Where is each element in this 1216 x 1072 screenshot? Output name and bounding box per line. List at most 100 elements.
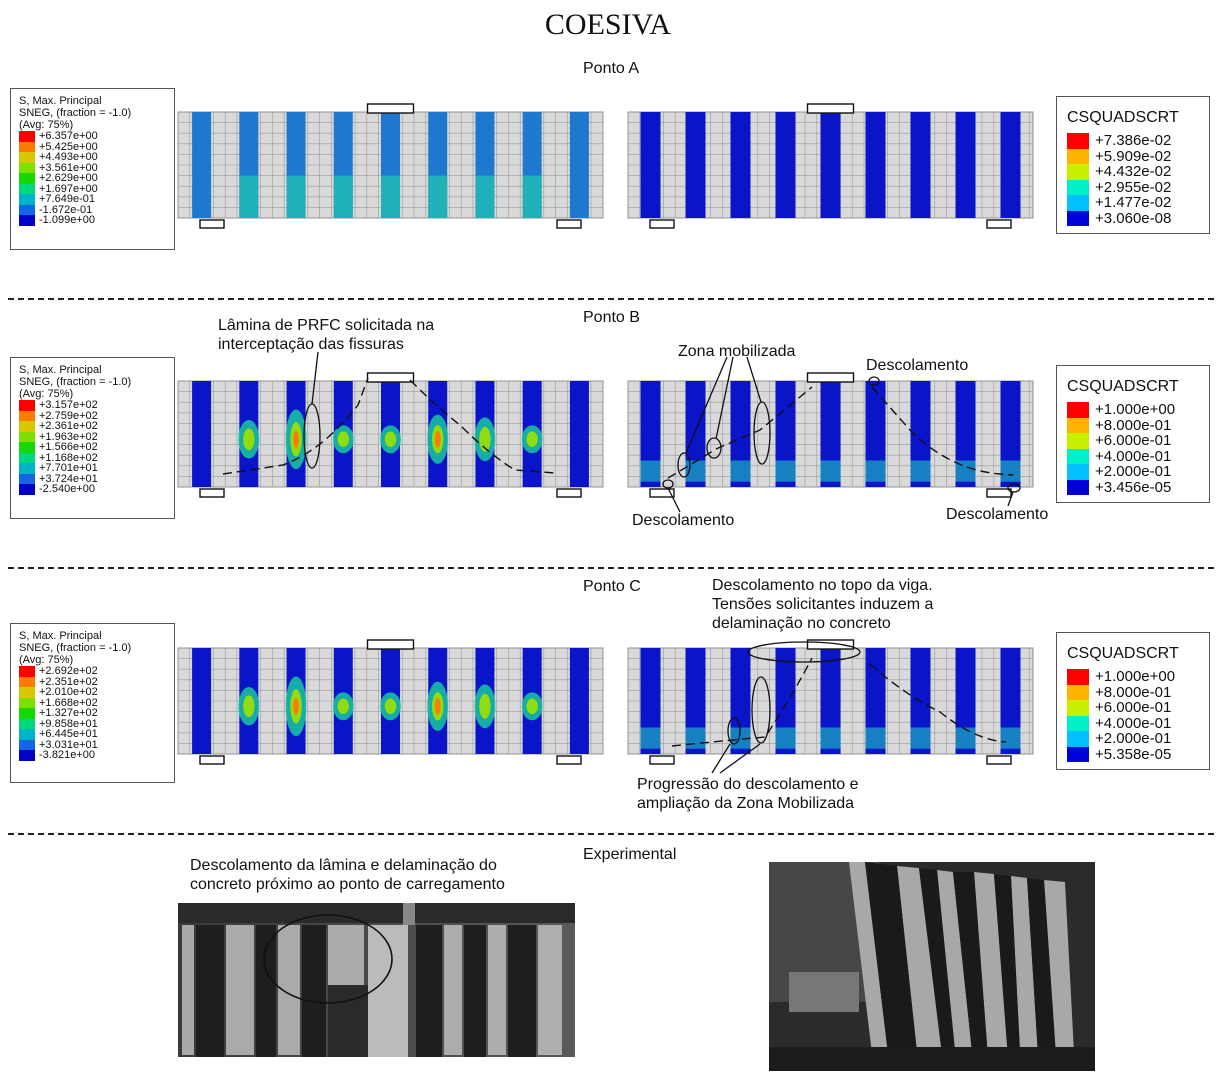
legend-value: +1.668e+02	[39, 696, 98, 709]
cohesive-contour	[730, 460, 751, 482]
legend-entry: +3.561e+00	[19, 162, 166, 173]
legend-entry: +1.000e+00	[1067, 668, 1199, 685]
legend-value: +1.566e+02	[39, 441, 98, 453]
legend-value: +1.963e+02	[39, 430, 98, 443]
legend-entry: +1.668e+02	[19, 696, 166, 709]
stress-contour	[381, 175, 400, 218]
support-right	[556, 219, 582, 229]
csquad-legend-a: CSQUADSCRT +7.386e-02+5.909e-02+4.432e-0…	[1056, 96, 1210, 234]
csquad-legend-c: CSQUADSCRT +1.000e+00+8.000e-01+6.000e-0…	[1056, 632, 1210, 770]
legend-entry: +4.000e-01	[1067, 715, 1199, 732]
legend-entry: +1.697e+00	[19, 183, 166, 194]
legend-value: +1.327e+02	[39, 707, 98, 719]
legend-swatch	[19, 676, 35, 687]
legend-entry: +9.858e+01	[19, 718, 166, 729]
legend-entry: +2.759e+02	[19, 409, 166, 422]
legend-value: +2.010e+02	[39, 686, 98, 698]
legend-swatch	[1067, 433, 1089, 449]
legend-entry: +4.493e+00	[19, 152, 166, 163]
cohesive-contour	[865, 460, 886, 482]
stress-contour	[337, 698, 349, 715]
stress-legend-c: S, Max. Principal SNEG, (fraction = -1.0…	[10, 623, 175, 783]
cohesive-contour	[1000, 460, 1021, 482]
legend-entry: -1.672e-01	[19, 204, 166, 215]
stress-contour	[428, 175, 448, 218]
support-left	[199, 488, 225, 498]
legend-entry: +4.000e-01	[1067, 448, 1199, 465]
beam-cohesive-ponto-b	[627, 372, 1034, 498]
stress-contour	[333, 175, 353, 218]
leader-line	[711, 743, 731, 774]
legend-swatch	[19, 410, 35, 421]
annotation-ellipse	[662, 479, 674, 489]
cfrp-strip	[192, 112, 212, 218]
legend-entry: +3.060e-08	[1067, 210, 1199, 227]
legend-value: +2.361e+02	[39, 420, 98, 432]
beam-stress-ponto-b	[177, 372, 604, 498]
legend-value: +5.425e+00	[39, 140, 98, 153]
legend-value: +6.357e+00	[39, 130, 98, 142]
load-plate	[366, 372, 415, 383]
annotation-ellipse	[303, 403, 321, 469]
legend-value: +1.000e+00	[1095, 401, 1176, 419]
legend-swatch	[1067, 133, 1089, 149]
support-right	[986, 219, 1012, 229]
annotation-b-desc-br: Descolamento	[946, 506, 1049, 523]
legend-swatch	[19, 729, 35, 740]
stress-legend-title: S, Max. Principal SNEG, (fraction = -1.0…	[19, 364, 132, 400]
annotation-ellipse	[727, 717, 741, 745]
crack-path	[871, 386, 1014, 476]
support-right	[986, 488, 1012, 498]
legend-swatch	[19, 162, 35, 173]
legend-swatch	[1067, 402, 1089, 418]
legend-swatch	[1067, 148, 1089, 164]
support-left	[199, 219, 225, 229]
legend-entry: -2.540e+00	[19, 484, 166, 495]
legend-swatch	[19, 204, 35, 215]
legend-swatch	[1067, 195, 1089, 211]
legend-swatch	[19, 750, 35, 761]
cohesive-contour	[1000, 727, 1021, 749]
divider-c-exp	[8, 833, 1214, 835]
cfrp-strip	[640, 112, 661, 218]
legend-value: +2.000e-01	[1095, 463, 1172, 481]
stress-legend-title: S, Max. Principal SNEG, (fraction = -1.0…	[19, 95, 132, 131]
legend-entry: +2.000e-01	[1067, 730, 1199, 747]
stress-legend-a: S, Max. Principal SNEG, (fraction = -1.0…	[10, 88, 175, 250]
legend-swatch	[19, 739, 35, 750]
legend-swatch	[19, 431, 35, 442]
cfrp-strip	[569, 112, 589, 218]
legend-value: +7.649e-01	[39, 193, 95, 205]
legend-entry: +3.157e+02	[19, 400, 166, 411]
legend-entry: +1.327e+02	[19, 708, 166, 719]
load-plate	[366, 639, 415, 650]
legend-entry: +7.701e+01	[19, 463, 166, 474]
cohesive-contour	[910, 460, 931, 482]
legend-entry: +2.692e+02	[19, 666, 166, 677]
beam-stress-ponto-c	[177, 639, 604, 765]
legend-swatch	[19, 141, 35, 152]
legend-value: +3.031e+01	[39, 738, 98, 751]
legend-value: +2.629e+00	[39, 172, 98, 184]
load-plate	[366, 103, 415, 114]
legend-swatch	[19, 131, 35, 142]
legend-value: +3.157e+02	[39, 399, 98, 411]
legend-entry: +1.000e+00	[1067, 401, 1199, 419]
annotation-b-zona: Zona mobilizada	[678, 343, 796, 360]
annotation-ellipse	[753, 401, 771, 465]
legend-value: -3.821e+00	[39, 749, 95, 761]
legend-value: +1.477e-02	[1095, 194, 1172, 212]
cfrp-strip	[1000, 112, 1021, 218]
stress-contour	[526, 698, 538, 715]
cohesive-contour	[775, 727, 796, 749]
stress-contour	[479, 693, 491, 719]
legend-entry: +5.358e-05	[1067, 746, 1199, 763]
legend-value: +2.759e+02	[39, 409, 98, 422]
legend-entry: +6.000e-01	[1067, 432, 1199, 449]
cohesive-contour	[640, 460, 661, 482]
leader-line	[667, 487, 681, 513]
cohesive-contour	[865, 727, 886, 749]
legend-swatch	[1067, 448, 1089, 464]
support-right	[556, 488, 582, 498]
legend-value: +2.351e+02	[39, 675, 98, 688]
